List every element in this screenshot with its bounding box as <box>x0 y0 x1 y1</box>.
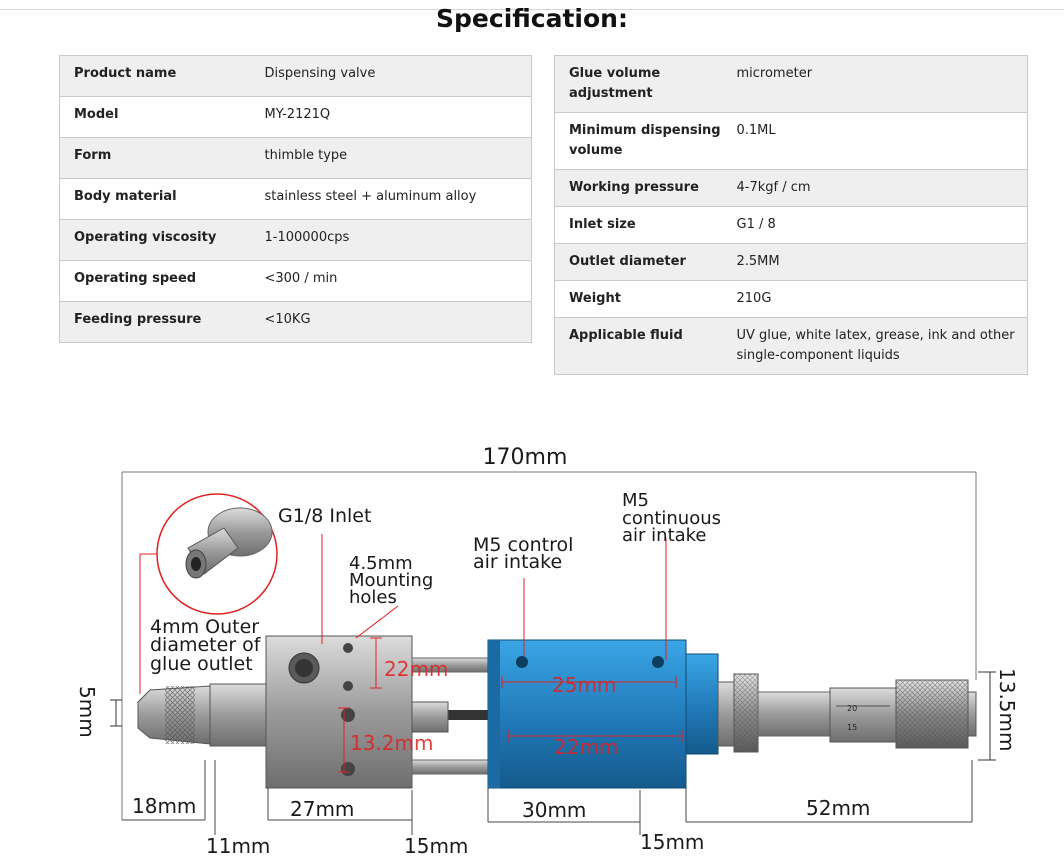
label-continuous-air-2: continuous <box>622 508 721 529</box>
spec-value: <10KG <box>249 301 532 343</box>
dim-22mm-blue: 22mm <box>554 735 618 759</box>
label-outlet-3: glue outlet <box>150 653 253 675</box>
dim-11mm: 11mm <box>206 834 270 858</box>
spec-label: Product name <box>59 55 250 97</box>
top-divider <box>0 9 1064 10</box>
dim-13-5mm: 13.5mm <box>995 668 1019 752</box>
spec-label: Working pressure <box>554 169 723 207</box>
spec-value: G1 / 8 <box>722 206 1028 244</box>
spec-label: Body material <box>59 178 250 220</box>
label-inlet: G1/8 Inlet <box>278 505 371 527</box>
micrometer-scale-15: 15 <box>847 723 857 732</box>
micrometer-adjuster: 20 15 <box>717 673 977 753</box>
spec-value: 2.5MM <box>722 243 1028 281</box>
dim-52mm: 52mm <box>806 796 870 820</box>
spec-value: 4-7kgf / cm <box>722 169 1028 207</box>
spec-value: 210G <box>722 280 1028 318</box>
dim-25mm: 25mm <box>552 673 616 697</box>
dim-15mm-right: 15mm <box>640 830 704 854</box>
label-mounting-2: Mounting <box>349 570 433 591</box>
spec-value: UV glue, white latex, grease, ink and ot… <box>722 317 1028 375</box>
dim-27mm: 27mm <box>290 797 354 821</box>
dim-18mm: 18mm <box>132 794 196 818</box>
spec-value: thimble type <box>249 137 532 179</box>
spec-value: <300 / min <box>249 260 532 302</box>
spec-value: 1-100000cps <box>249 219 532 261</box>
label-continuous-air-3: air intake <box>622 525 707 546</box>
dim-22mm-top: 22mm <box>384 657 448 681</box>
bottom-dimension-lines <box>122 760 973 835</box>
spec-label: Applicable fluid <box>554 317 723 375</box>
label-continuous-air-1: M5 <box>622 490 649 511</box>
dim-170mm: 170mm <box>483 445 568 470</box>
spec-label: Inlet size <box>554 206 723 244</box>
spec-value: Dispensing valve <box>249 55 532 97</box>
overall-dimension-line <box>121 471 977 820</box>
spec-label: Glue volume adjustment <box>554 55 723 113</box>
dim-5mm-bracket <box>110 699 122 727</box>
spec-value: micrometer <box>722 55 1028 113</box>
callout-leaders <box>321 534 683 773</box>
label-mounting-3: holes <box>349 587 397 608</box>
stainless-steel-block <box>265 635 413 789</box>
table-row: Operating speed<300 / min <box>59 260 532 302</box>
spec-label: Form <box>59 137 250 179</box>
spec-label: Feeding pressure <box>59 301 250 343</box>
micrometer-scale-20: 20 <box>847 704 857 713</box>
label-control-air-2: air intake <box>473 551 562 573</box>
label-outlet-2: diameter of <box>150 634 262 656</box>
label-control-air-1: M5 control <box>473 534 573 556</box>
dim-30mm: 30mm <box>522 798 586 822</box>
label-mounting-1: 4.5mm <box>349 553 413 574</box>
dim-13-5mm-bracket <box>978 671 996 761</box>
guide-rods <box>411 657 489 775</box>
spec-label: Outlet diameter <box>554 243 723 281</box>
spec-label: Model <box>59 96 250 138</box>
spec-label: Weight <box>554 280 723 318</box>
spec-value: MY-2121Q <box>249 96 532 138</box>
spec-value: stainless steel + aluminum alloy <box>249 178 532 220</box>
dim-15mm-left: 15mm <box>404 834 468 858</box>
dim-13-2mm: 13.2mm <box>350 731 434 755</box>
table-row: Feeding pressure<10KG <box>59 301 532 343</box>
dim-5mm: 5mm <box>75 686 99 738</box>
spec-label: Operating speed <box>59 260 250 302</box>
blue-aluminum-body <box>487 639 719 789</box>
valve-dimension-diagram: 170mm 20 15 <box>75 445 1019 858</box>
spec-value: 0.1ML <box>722 112 1028 170</box>
spec-label: Minimum dispensing volume <box>554 112 723 170</box>
page-title: Specification: <box>436 4 628 33</box>
label-outlet-1: 4mm Outer <box>150 616 259 638</box>
glue-outlet-nozzle <box>137 683 269 747</box>
spec-label: Operating viscosity <box>59 219 250 261</box>
outlet-detail-magnifier <box>139 493 278 694</box>
